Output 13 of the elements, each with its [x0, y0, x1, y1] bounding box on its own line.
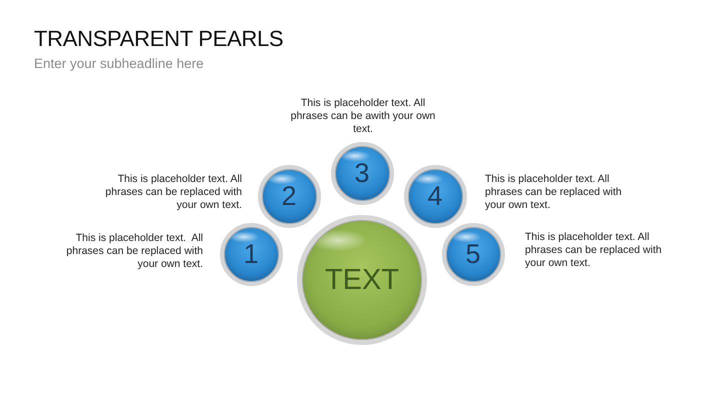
description-text: This is placeholder text. All phrases can be replaced with your own text.: [525, 231, 663, 270]
description-text: This is placeholder text. All phrases can be replaced with your own text.: [485, 173, 623, 212]
numbered-pearl: 1: [220, 222, 282, 286]
numbered-pearl: 5: [442, 222, 504, 286]
subheadline: Enter your subheadline here: [34, 56, 204, 71]
numbered-pearl: 2: [258, 164, 320, 228]
description-text: This is placeholder text. All phrases can be replaced with your own text.: [104, 173, 242, 212]
center-pearl: TEXT: [297, 215, 427, 345]
numbered-pearl: 4: [404, 164, 466, 228]
description-text: This is placeholder text. All phrases can be replaced with your own text.: [65, 232, 203, 271]
description-text: This is placeholder text. All phrases can be awith your own text.: [290, 97, 436, 136]
slide-title: TRANSPARENT PEARLS: [34, 26, 284, 52]
numbered-pearl: 3: [330, 142, 394, 204]
